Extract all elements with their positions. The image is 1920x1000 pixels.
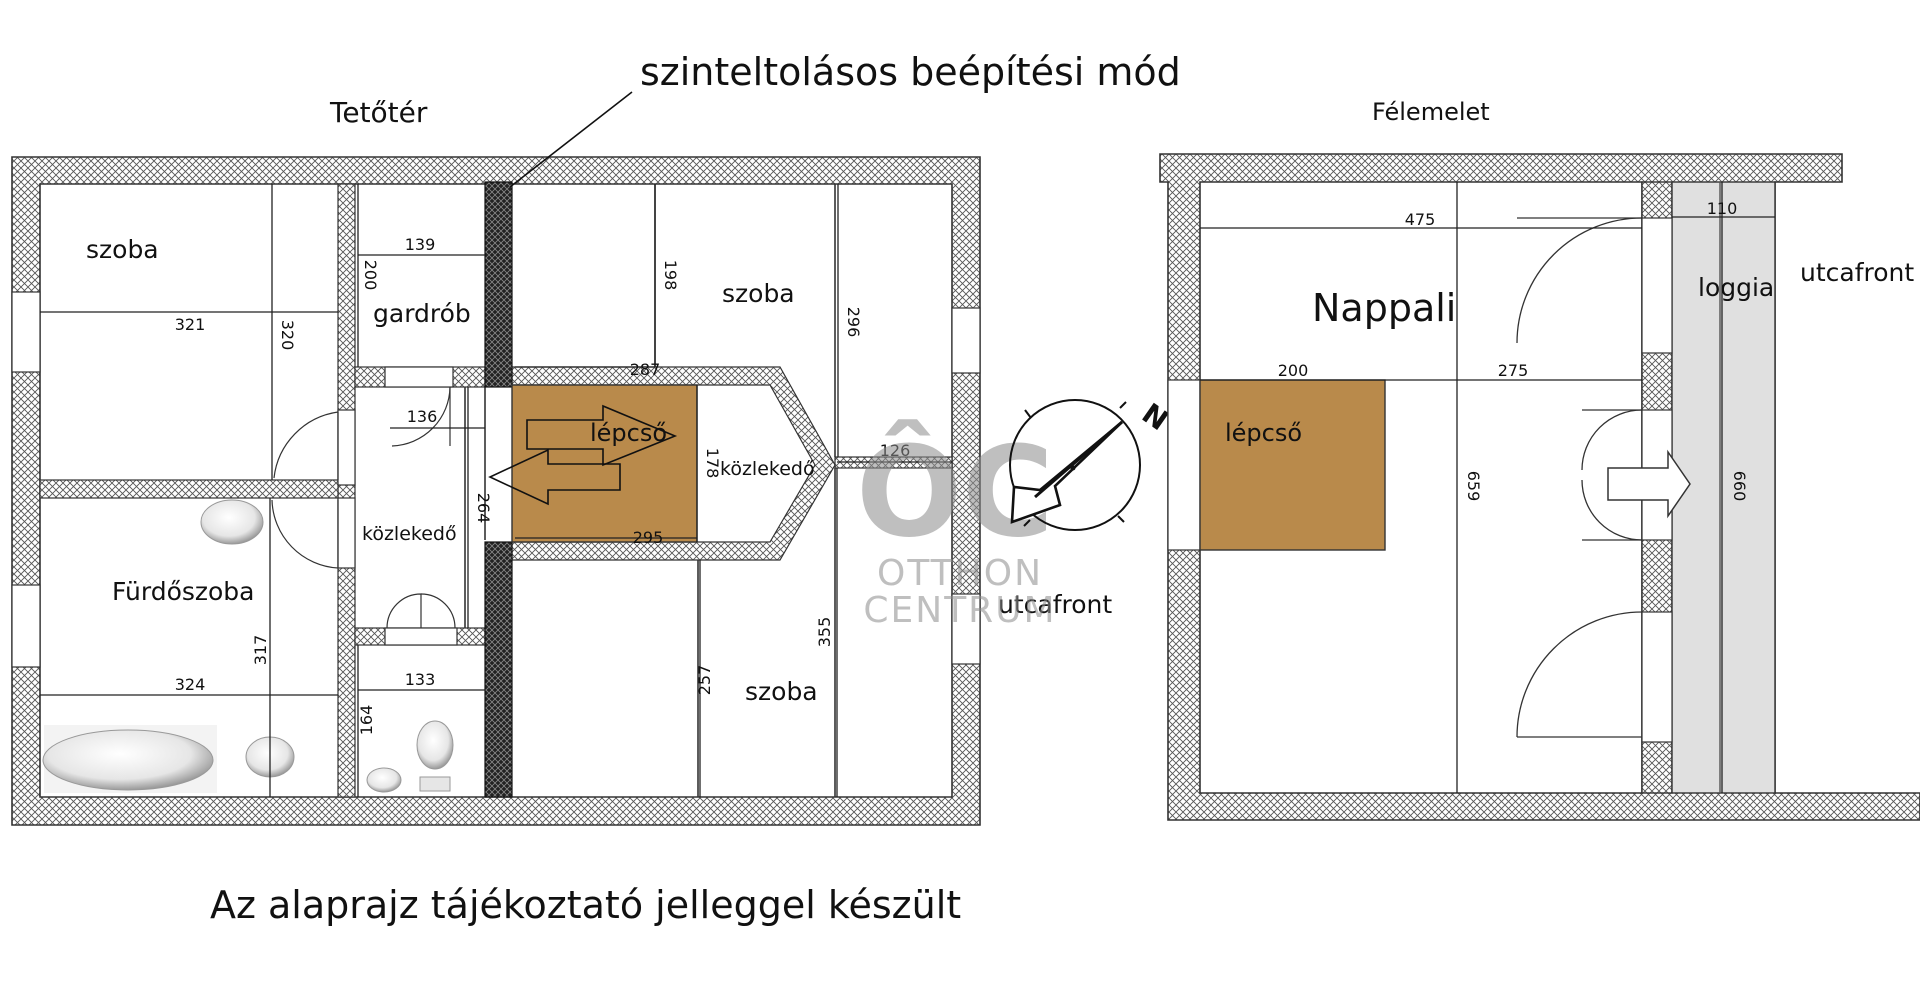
dim-296: 296 (844, 307, 863, 338)
annotation-leader (509, 91, 633, 188)
door-gap-gardrob (384, 366, 454, 388)
level-shift-wall (484, 181, 513, 388)
logo-line2: CENTRUM (863, 590, 1056, 631)
toilet-tank-icon (419, 776, 451, 792)
mezzanine-staircase (1199, 379, 1386, 551)
bathroom-fixtures (42, 499, 454, 793)
dim-126: 126 (880, 441, 911, 460)
street-front-label-mezzanine: utcafront (1800, 258, 1914, 287)
dim-264: 264 (474, 493, 493, 524)
opening-east-1 (1641, 217, 1673, 354)
window-east-2 (951, 593, 981, 665)
dim-275: 275 (1498, 361, 1529, 380)
dim-200-mez: 200 (1278, 361, 1309, 380)
dim-257: 257 (695, 665, 714, 696)
dim-178: 178 (703, 448, 722, 479)
mezzanine-entry-arrow (1607, 449, 1691, 519)
dim-200: 200 (361, 260, 380, 291)
mezzanine-dimension-labels: 475 110 200 275 659 660 (1278, 199, 1749, 501)
attic-room-labels: szoba gardrób szoba közlekedő lépcső köz… (86, 235, 1112, 706)
opening-east-3 (1641, 611, 1673, 743)
stair-arrow-up (526, 404, 678, 467)
window-west-2 (11, 584, 41, 668)
dim-198: 198 (661, 260, 680, 291)
toilet-icon (416, 720, 454, 770)
window-east-1 (951, 307, 981, 374)
loggia-area (1671, 181, 1776, 794)
dim-355: 355 (815, 617, 834, 648)
room-label-nappali: Nappali (1312, 286, 1456, 330)
dim-475: 475 (1405, 210, 1436, 229)
dim-136: 136 (407, 407, 438, 426)
attic-dimension-labels: 321 320 139 200 198 296 287 136 264 178 … (175, 235, 911, 735)
room-label-lepcso: lépcső (590, 419, 667, 447)
wc-sink-icon (366, 767, 402, 793)
attic-thin-walls (464, 184, 836, 797)
dim-324: 324 (175, 675, 206, 694)
room-label-gardrob: gardrób (373, 299, 471, 328)
room-label-szoba-n: szoba (722, 279, 795, 308)
dim-133: 133 (405, 670, 436, 689)
attic-dimension-lines (40, 184, 952, 797)
opening-west (1167, 379, 1201, 551)
dim-287: 287 (630, 360, 661, 379)
room-label-szoba-s: szoba (745, 677, 818, 706)
room-label-lepcso-mez: lépcső (1225, 419, 1302, 447)
room-label-loggia: loggia (1698, 273, 1774, 302)
dim-659: 659 (1464, 471, 1483, 502)
footer-note: Az alaprajz tájékoztató jelleggel készül… (210, 883, 961, 927)
annotation-title: szinteltolásos beépítési mód (640, 50, 1181, 94)
dim-295: 295 (633, 528, 664, 547)
street-front-label-attic: utcafront (998, 590, 1112, 619)
dim-660: 660 (1730, 471, 1749, 502)
room-label-kozlekedo-w: közlekedő (362, 523, 457, 545)
mezzanine-plan: 475 110 200 275 659 660 Nappali lépcső l… (1159, 98, 1920, 821)
bathtub-basin (42, 729, 214, 791)
window-west-1 (11, 291, 41, 373)
attic-floor-label: Tetőtér (329, 96, 428, 129)
dim-139: 139 (405, 235, 436, 254)
mezzanine-doors (1516, 217, 1643, 738)
logo-line1: OTTHON (877, 553, 1043, 594)
dim-320: 320 (278, 320, 297, 351)
room-label-szoba-nw: szoba (86, 235, 159, 264)
mezzanine-dimension-lines (1200, 182, 1775, 793)
door-gap-szoba (337, 409, 356, 486)
dim-110: 110 (1707, 199, 1738, 218)
otthon-centrum-logo: ÔC OTTHON CENTRUM (856, 419, 1056, 631)
dim-164: 164 (357, 705, 376, 736)
dim-321: 321 (175, 315, 206, 334)
stair-arrow-down (488, 448, 621, 506)
door-gap-furdo (337, 497, 356, 569)
attic-plan: 321 320 139 200 198 296 287 136 264 178 … (11, 91, 1112, 826)
room-label-kozlekedo-e: közlekedő (720, 458, 815, 480)
mezzanine-room-labels: Nappali lépcső loggia utcafront (1225, 258, 1914, 447)
door-gap-wc (384, 627, 458, 646)
mezzanine-floor-label: Félemelet (1372, 98, 1490, 126)
dim-317: 317 (251, 635, 270, 666)
bathroom-sink-icon (200, 499, 264, 545)
room-label-furdoszoba: Fürdőszoba (112, 577, 255, 606)
level-shift-wall-lower (484, 541, 513, 798)
